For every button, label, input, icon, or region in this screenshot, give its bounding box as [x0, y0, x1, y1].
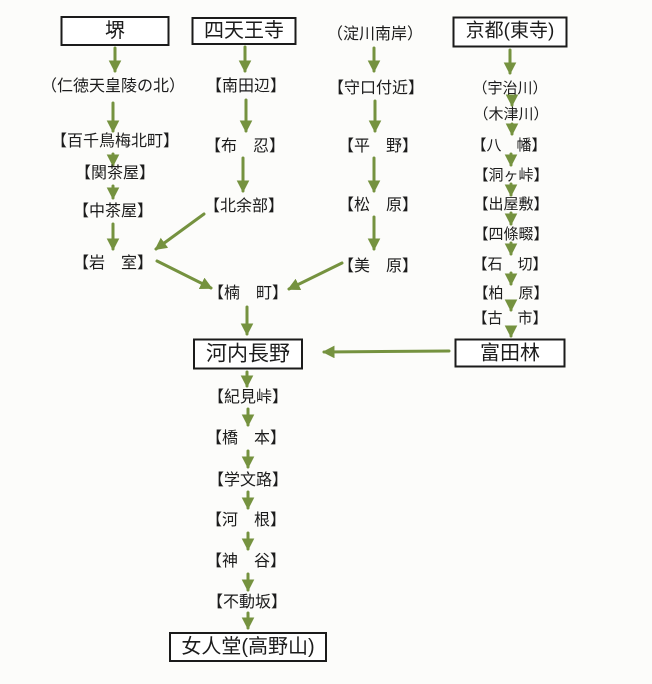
- station-label-furuichi: 【古 市】: [472, 309, 548, 327]
- station-label-deyashiki: 【出屋敷】: [473, 195, 549, 213]
- station-label-nunose: 【布 忍】: [204, 138, 286, 156]
- station-label-matsubara: 【松 原】: [337, 197, 419, 215]
- station-label-ishikiri: 【石 切】: [472, 255, 548, 273]
- station-label-kitaamabe: 【北余部】: [203, 198, 285, 216]
- station-label-kusunoki: 【楠 町】: [207, 285, 289, 303]
- arrow-mihara-to-kusunoki: [287, 261, 344, 291]
- station-box-kyoto-toji: 京都(東寺): [452, 16, 568, 48]
- station-label-yodogawa: （淀川南岸）: [326, 26, 424, 44]
- station-label-hashimoto: 【橋 本】: [205, 430, 287, 448]
- station-label-horagatoge: 【洞ヶ峠】: [473, 166, 549, 184]
- station-box-tondabayashi: 富田林: [454, 338, 566, 368]
- arrow-iwamuro-to-kusunoki: [155, 259, 213, 290]
- station-label-kimitoge: 【紀見峠】: [207, 389, 289, 407]
- station-box-kawachinagano: 河内長野: [193, 338, 303, 370]
- station-label-shijonawate: 【四條畷】: [473, 225, 549, 243]
- station-label-hirano: 【平 野】: [337, 138, 419, 156]
- station-label-iwamuro: 【岩 室】: [72, 255, 154, 273]
- station-label-yawata: 【八 幡】: [471, 136, 547, 154]
- station-label-kone: 【河 根】: [205, 512, 287, 530]
- station-label-kamiya: 【神 谷】: [205, 553, 287, 571]
- station-label-mozuumekita: 【百千鳥梅北町】: [50, 133, 180, 151]
- station-box-sakai: 堺: [60, 16, 170, 46]
- station-label-kamuro: 【学文路】: [207, 472, 289, 490]
- arrow-tondabayashi-to-kawachinagano: [322, 345, 451, 359]
- arrow-kitaamabe-to-iwamuro: [154, 212, 206, 251]
- station-label-mihara: 【美 原】: [337, 258, 419, 276]
- station-label-nintoku: （仁徳天皇陵の北）: [40, 78, 186, 96]
- station-label-kashiwara: 【柏 原】: [473, 284, 549, 302]
- station-label-moriguchi: 【守口付近】: [327, 80, 425, 98]
- station-label-kizugawa: （木津川）: [473, 105, 549, 123]
- station-box-nyonindo: 女人堂(高野山): [169, 632, 327, 662]
- station-label-sekichaya: 【関茶屋】: [74, 165, 156, 183]
- station-label-fudozaka: 【不動坂】: [206, 594, 288, 612]
- station-label-ujigawa: （宇治川）: [472, 79, 548, 97]
- station-label-minamitanabe: 【南田辺】: [205, 78, 287, 96]
- station-label-nakachaya: 【中茶屋】: [72, 203, 154, 221]
- station-box-shitennoji: 四天王寺: [191, 17, 297, 45]
